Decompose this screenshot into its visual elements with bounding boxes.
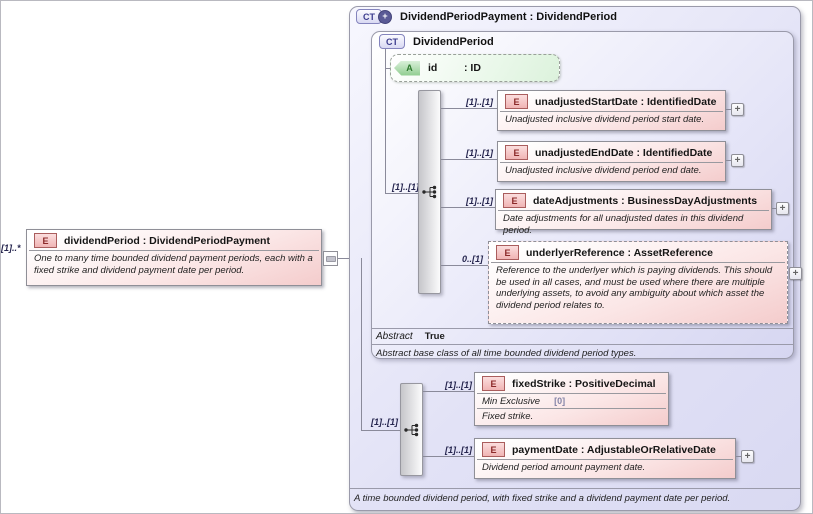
- connector-line: [726, 160, 731, 161]
- base-title: DividendPeriod: [413, 35, 494, 48]
- element-description: Unadjusted inclusive dividend period end…: [505, 165, 702, 176]
- attribute-badge: A: [394, 60, 420, 76]
- divider: [500, 162, 723, 163]
- element-description: Reference to the underlyer which is payi…: [496, 265, 773, 311]
- element-badge: E: [505, 145, 528, 160]
- divider: [372, 344, 793, 345]
- cardinality-label: [1]..[1]: [466, 148, 493, 158]
- element-description: Fixed strike.: [482, 411, 534, 422]
- divider: [477, 393, 666, 394]
- expand-icon[interactable]: +: [776, 202, 789, 215]
- attribute-id[interactable]: A id : ID: [390, 54, 560, 82]
- element-title: paymentDate : AdjustableOrRelativeDate: [512, 443, 716, 456]
- connector-line: [772, 208, 776, 209]
- element-description: One to many time bounded dividend paymen…: [34, 253, 313, 276]
- connector-line: [726, 109, 731, 110]
- cardinality-label: 0..[1]: [461, 254, 483, 264]
- element-unadjustedEndDate[interactable]: E unadjustedEndDate : IdentifiedDate Una…: [497, 141, 726, 182]
- expand-icon[interactable]: +: [789, 267, 802, 280]
- facet-value: [0]: [554, 396, 566, 406]
- element-title: unadjustedStartDate : IdentifiedDate: [535, 95, 717, 108]
- connector-line: [441, 108, 497, 109]
- sequence-connector[interactable]: [400, 383, 423, 476]
- divider: [477, 408, 666, 409]
- facet-row: Min Exclusive [0]: [475, 394, 668, 408]
- sequence-icon: [421, 185, 436, 199]
- outer-title: DividendPeriodPayment : DividendPeriod: [400, 10, 617, 23]
- connector-line: [441, 265, 488, 266]
- element-badge: E: [503, 193, 526, 208]
- connector-line: [361, 258, 362, 431]
- complex-type-derived-icon: CT+: [356, 9, 392, 24]
- divider: [498, 210, 769, 211]
- expand-icon[interactable]: +: [741, 450, 754, 463]
- divider: [372, 328, 793, 329]
- cardinality-label: [1]..[1]: [466, 97, 493, 107]
- element-title: dividendPeriod : DividendPeriodPayment: [64, 234, 270, 247]
- sequence-connector[interactable]: [418, 90, 441, 294]
- minus-glyph: [325, 255, 336, 262]
- divider: [491, 262, 785, 263]
- cardinality-label: [1]..[1]: [371, 417, 398, 427]
- collapse-icon[interactable]: [323, 251, 338, 266]
- attribute-type: : ID: [464, 62, 481, 74]
- cardinality-label: [1]..[1]: [445, 445, 472, 455]
- complex-type-badge: CT: [356, 9, 382, 24]
- connector-line: [441, 207, 495, 208]
- element-title: underlyerReference : AssetReference: [526, 246, 713, 259]
- connector-line: [736, 456, 741, 457]
- abstract-label: Abstract: [376, 331, 413, 342]
- outer-header: CT+ DividendPeriodPayment : DividendPeri…: [356, 9, 617, 24]
- element-unadjustedStartDate[interactable]: E unadjustedStartDate : IdentifiedDate U…: [497, 90, 726, 131]
- element-badge: E: [34, 233, 57, 248]
- connector-line: [423, 391, 474, 392]
- connector-line: [385, 68, 392, 69]
- element-underlyerReference[interactable]: E underlyerReference : AssetReference Re…: [488, 241, 788, 324]
- element-title: fixedStrike : PositiveDecimal: [512, 377, 656, 390]
- connector-line: [423, 456, 474, 457]
- connector-line: [385, 49, 386, 194]
- abstract-value: True: [424, 331, 445, 342]
- cardinality-label: [1]..[1]: [466, 196, 493, 206]
- connector-line: [361, 430, 400, 431]
- connector-line: [385, 193, 418, 194]
- cardinality-label: [1]..[1]: [392, 182, 419, 192]
- divider: [29, 250, 319, 251]
- element-badge: E: [505, 94, 528, 109]
- base-annotation: Abstract base class of all time bounded …: [376, 348, 637, 359]
- element-dateAdjustments[interactable]: E dateAdjustments : BusinessDayAdjustmen…: [495, 189, 772, 236]
- element-fixedStrike[interactable]: E fixedStrike : PositiveDecimal Min Excl…: [474, 372, 669, 426]
- element-dividendPeriod[interactable]: E dividendPeriod : DividendPeriodPayment…: [26, 229, 322, 286]
- complex-type-badge: CT: [379, 34, 405, 49]
- divider: [477, 459, 733, 460]
- derived-plus-icon: +: [378, 9, 392, 24]
- outer-annotation: A time bounded dividend period, with fix…: [354, 493, 731, 504]
- element-description: Unadjusted inclusive dividend period sta…: [505, 114, 705, 125]
- element-badge: E: [482, 442, 505, 457]
- cardinality-label: [1]..*: [1, 243, 21, 253]
- divider: [350, 488, 800, 489]
- connector-line: [441, 159, 497, 160]
- base-header: CT DividendPeriod: [379, 34, 494, 49]
- expand-icon[interactable]: +: [731, 154, 744, 167]
- sequence-icon: [403, 423, 418, 436]
- divider: [500, 111, 723, 112]
- element-title: dateAdjustments : BusinessDayAdjustments: [533, 194, 758, 207]
- expand-icon[interactable]: +: [731, 103, 744, 116]
- element-badge: E: [482, 376, 505, 391]
- element-description: Dividend period amount payment date.: [482, 462, 646, 473]
- abstract-row: Abstract True: [376, 331, 445, 342]
- element-paymentDate[interactable]: E paymentDate : AdjustableOrRelativeDate…: [474, 438, 736, 479]
- facet-label: Min Exclusive: [482, 396, 541, 407]
- element-description: Date adjustments for all unadjusted date…: [503, 213, 744, 236]
- attribute-name: id: [428, 62, 438, 74]
- element-badge: E: [496, 245, 519, 260]
- cardinality-label: [1]..[1]: [445, 380, 472, 390]
- element-title: unadjustedEndDate : IdentifiedDate: [535, 146, 713, 159]
